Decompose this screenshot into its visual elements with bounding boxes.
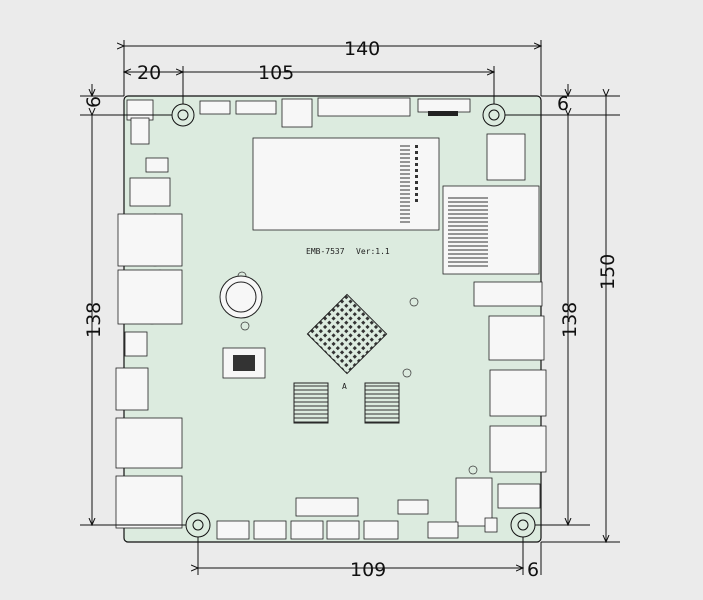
header-bottom-2 [253, 520, 287, 540]
standoff-hole [409, 297, 419, 307]
mini-pcie-pins [400, 145, 410, 225]
header-bottom-upper [295, 497, 359, 517]
standoff-hole [468, 465, 478, 475]
header-gpio [281, 98, 313, 128]
lan-port-top [117, 213, 183, 267]
vga-port [488, 315, 545, 361]
pmic-die [233, 355, 255, 371]
dimension-bottom-right-margin: 6 [527, 559, 539, 581]
standoff-hole [240, 321, 250, 331]
sd-card-contacts [448, 196, 488, 268]
header-fan [199, 100, 231, 115]
header-bottom-4 [326, 520, 360, 540]
power-connector [145, 157, 169, 173]
header-bottom-small [397, 499, 429, 515]
memory-chip-left [293, 382, 329, 424]
dimension-hole-spacing-bottom: 109 [350, 559, 386, 581]
cpu-orientation-mark: A [342, 382, 347, 391]
rtc-battery-inner [225, 281, 257, 313]
cpu-chip [306, 293, 388, 375]
header-bottom-3 [290, 520, 324, 540]
lan-port-bottom [117, 269, 183, 325]
audio-jack [455, 477, 493, 527]
audio-header [497, 483, 541, 509]
com-port-bottom [115, 475, 183, 529]
dimension-offset-left: 20 [137, 62, 161, 84]
standoff-hole [402, 368, 412, 378]
dimension-top-left-margin: 6 [83, 96, 105, 108]
header-edp [417, 98, 471, 113]
usb-port-top [489, 369, 547, 417]
dimension-hole-spacing-left: 138 [83, 302, 105, 338]
atx-connector [129, 177, 171, 207]
header-cn1 [235, 100, 277, 115]
dimension-width: 140 [344, 38, 380, 60]
mini-pcie-slot [252, 137, 440, 231]
dimension-hole-spacing-top: 105 [258, 62, 294, 84]
com-port-top [115, 367, 149, 411]
dimension-height: 150 [597, 254, 619, 290]
header-lvds [317, 97, 411, 117]
jumper-bottom [484, 517, 498, 533]
usb-port-bottom [489, 425, 547, 473]
dimension-top-right-margin: 6 [557, 93, 569, 115]
power-button [130, 117, 150, 145]
mini-pcie-pins [412, 145, 418, 205]
jumper-header [124, 331, 148, 357]
memory-chip-right [364, 382, 400, 424]
dimension-hole-spacing-right: 138 [559, 302, 581, 338]
com-port-middle [115, 417, 183, 469]
header-bottom-1 [216, 520, 250, 540]
board-model-label: EMB-7537 [306, 247, 345, 256]
header-bottom-5 [363, 520, 399, 540]
board-version-label: Ver:1.1 [356, 247, 390, 256]
hdmi-port [473, 281, 543, 307]
dc-jack [126, 99, 154, 121]
fpc-connector [428, 111, 458, 116]
header-bottom-6 [427, 521, 459, 539]
sim-card-slot [486, 133, 526, 181]
